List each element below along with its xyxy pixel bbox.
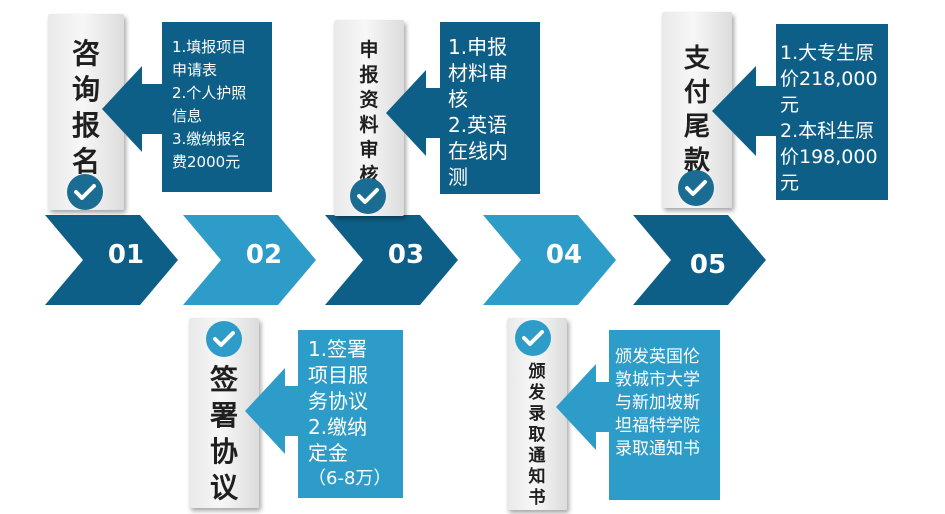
step1-title: 咨 询 报 名 (71, 37, 100, 178)
arrow-left-icon (245, 368, 305, 454)
step3-title-card: 申 报 资 料 审 核 (334, 20, 404, 216)
step2-title-card: 签 署 协 议 (189, 318, 259, 508)
chevron-01-shape (45, 215, 178, 305)
step4-description: 颁发英国伦 敦城市大学 与新加坡斯 坦福特学院 录取通知书 (609, 330, 720, 500)
step4-title: 颁 发 录 取 通 知 书 (528, 362, 546, 508)
check-circle-icon (67, 174, 103, 210)
step2-title: 签 署 协 议 (209, 363, 238, 504)
chevron-02-label: 02 (245, 240, 283, 270)
step1-title-card: 咨 询 报 名 (48, 14, 124, 210)
arrow-left-icon (102, 66, 164, 152)
chevron-03-shape (325, 215, 458, 305)
arrow-left-icon (556, 364, 612, 450)
chevron-02-shape (183, 215, 316, 305)
step4-title-card: 颁 发 录 取 通 知 书 (507, 318, 567, 510)
chevron-05-shape (633, 215, 766, 305)
check-circle-icon (515, 320, 551, 356)
step1-description: 1.填报项目 申请表 2.个人护照 信息 3.缴纳报名 费2000元 (162, 22, 272, 192)
chevron-04-label: 04 (545, 240, 583, 270)
chevron-01-label: 01 (107, 240, 145, 270)
check-circle-icon (678, 170, 714, 206)
step3-description: 1.申报 材料审 核 2.英语 在线内 测 (440, 22, 540, 194)
check-circle-icon (350, 178, 386, 214)
step5-description: 1.大专生原 价218,000 元 2.本科生原 价198,000 元 (776, 24, 888, 200)
chevron-03-label: 03 (387, 240, 425, 270)
arrow-left-icon (386, 70, 444, 156)
check-circle-icon (206, 321, 242, 357)
chevron-05-label: 05 (689, 250, 727, 280)
arrow-left-icon (712, 66, 780, 156)
chevron-04-shape (483, 215, 616, 305)
step2-description: 1.签署 项目服 务协议 2.缴纳 定金 （6-8万） (298, 330, 403, 498)
